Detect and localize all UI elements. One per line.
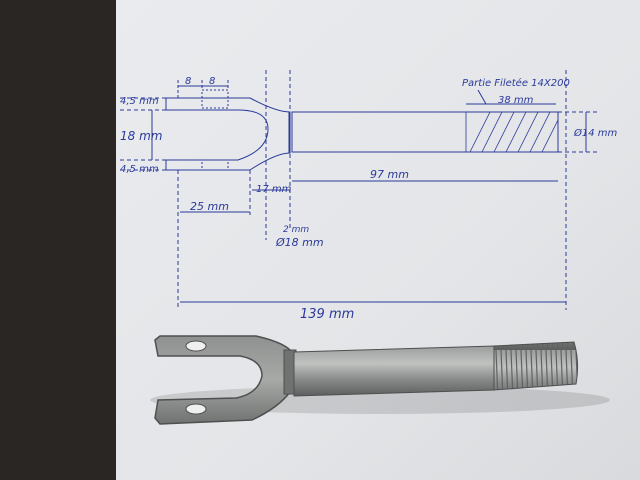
fork-pin-hole-bottom bbox=[185, 403, 207, 415]
label-shaft-length: 97 mm bbox=[370, 168, 409, 181]
rod-shaft bbox=[293, 345, 495, 397]
fork-outline bbox=[165, 97, 291, 171]
label-total-length: 139 mm bbox=[300, 307, 354, 322]
label-shaft-diameter: Ø14 mm bbox=[573, 127, 618, 139]
shaft-outline bbox=[291, 111, 559, 153]
drawing-labels: Partie Filetée 14X200 4,5 mm 8 8 18 mm 4… bbox=[120, 76, 618, 322]
label-slot-width: 18 mm bbox=[120, 129, 162, 143]
technical-drawing bbox=[120, 70, 600, 310]
label-neck-gap: 2 mm bbox=[283, 225, 309, 235]
rod-threaded-section bbox=[493, 341, 579, 391]
fork-rod-part bbox=[150, 335, 610, 425]
label-neck-diameter: Ø18 mm bbox=[275, 236, 324, 249]
pin-hole-top bbox=[201, 89, 229, 109]
pin-hole-bottom bbox=[201, 159, 229, 171]
label-slot-top: 4,5 mm bbox=[120, 96, 159, 107]
label-fork-length: 25 mm bbox=[190, 200, 229, 213]
label-thread-length: 38 mm bbox=[498, 95, 534, 106]
label-prong-top-2: 8 bbox=[209, 76, 215, 87]
label-slot-bottom: 4,5 mm bbox=[120, 164, 159, 175]
thread-hatch bbox=[465, 111, 559, 153]
label-prong-top-1: 8 bbox=[185, 76, 191, 87]
fork-prongs bbox=[154, 335, 291, 425]
label-neck-length: 17 mm bbox=[256, 184, 292, 195]
label-thread-note: Partie Filetée 14X200 bbox=[462, 77, 570, 89]
fork-pin-hole-top bbox=[185, 340, 207, 352]
